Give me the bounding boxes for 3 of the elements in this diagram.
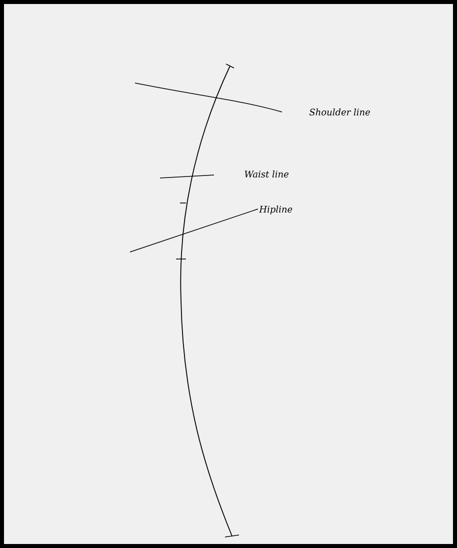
line-label: Hipline: [259, 206, 292, 214]
line-label: Shoulder line: [309, 108, 370, 116]
line-label: Waist line: [244, 170, 288, 178]
